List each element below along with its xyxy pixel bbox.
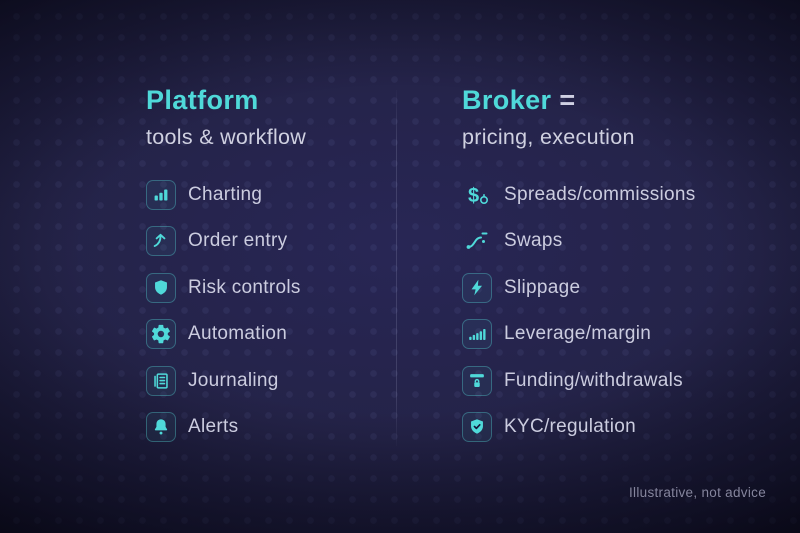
shield-check-icon [462,412,492,443]
shield-icon [146,272,176,303]
item-label: Swaps [504,230,563,252]
vault-lock-icon [462,365,492,396]
item-label: Journaling [188,369,279,391]
platform-title: Platform [146,85,306,116]
column-divider [396,90,397,446]
ascending-bars-icon [462,319,492,350]
platform-title-text: Platform [146,85,259,115]
list-item: Swaps [462,226,696,256]
arrow-up-icon [146,226,176,257]
broker-subtitle: pricing, execution [462,124,635,149]
item-label: Funding/withdrawals [504,369,683,391]
bell-icon [146,412,176,443]
list-item: Funding/withdrawals [462,365,696,396]
broker-title-text: Broker [462,85,552,115]
journal-icon [146,365,176,396]
item-label: Order entry [188,230,288,252]
list-item: Automation [146,319,306,350]
broker-title: Broker = [462,85,696,116]
list-item: Slippage [462,272,696,303]
list-item: Journaling [146,365,306,396]
svg-text:$: $ [468,185,479,207]
item-label: Slippage [504,276,581,298]
bar-chart-icon [146,179,176,210]
gear-icon [146,319,176,350]
list-item: KYC/regulation [462,412,696,443]
list-item: Alerts [146,412,306,443]
platform-subtitle: tools & workflow [146,124,307,149]
item-label: KYC/regulation [504,416,636,438]
platform-items: Charting Order entry Risk controls [146,179,306,443]
list-item: Charting [146,179,306,210]
broker-column: Broker = pricing, execution $ Spreads/co… [462,85,696,443]
broker-items: $ Spreads/commissions Swaps [462,180,696,443]
list-item: Risk controls [146,272,306,303]
item-label: Alerts [188,416,239,438]
dollar-coin-icon: $ [462,180,492,210]
platform-column: Platform tools & workflow Charting [146,85,307,443]
disclaimer-text: Illustrative, not advice [628,485,766,500]
broker-title-suffix: = [551,85,576,115]
item-label: Spreads/commissions [504,183,696,205]
lightning-icon [462,272,492,303]
list-item: $ Spreads/commissions [462,180,696,210]
list-item: Order entry [146,226,306,257]
item-label: Automation [188,323,288,345]
item-label: Risk controls [188,276,301,298]
swap-route-icon [462,226,492,256]
item-label: Charting [188,183,263,205]
item-label: Leverage/margin [504,323,652,345]
list-item: Leverage/margin [462,319,696,350]
